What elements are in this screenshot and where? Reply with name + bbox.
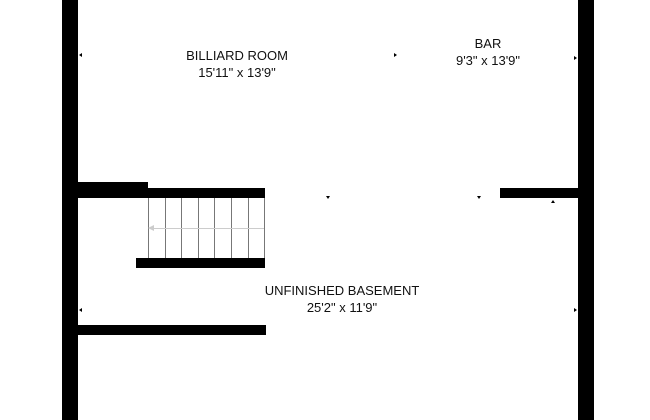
stair-upper-wall-left bbox=[78, 182, 148, 198]
dimension-marker-icon bbox=[79, 308, 82, 312]
stair-tread bbox=[264, 198, 265, 258]
room-name: UNFINISHED BASEMENT bbox=[264, 283, 420, 298]
dimension-marker-icon bbox=[477, 196, 481, 199]
room-dimensions: 15'11" x 13'9" bbox=[198, 65, 276, 80]
left-exterior-wall bbox=[62, 0, 78, 420]
room-label-billiard-room: BILLIARD ROOM 15'11" x 13'9" bbox=[186, 47, 288, 81]
stair-arrow-head-icon bbox=[148, 225, 154, 231]
lower-partition-wall bbox=[78, 325, 266, 335]
stair-lower-wall bbox=[136, 258, 265, 268]
room-dimensions: 9'3" x 13'9" bbox=[455, 53, 521, 68]
bar-partition-wall bbox=[500, 188, 578, 198]
room-label-bar: BAR 9'3" x 13'9" bbox=[456, 35, 520, 69]
dimension-marker-icon bbox=[394, 53, 397, 57]
room-dimensions: 25'2" x 11'9" bbox=[306, 300, 378, 315]
dimension-marker-icon bbox=[574, 56, 577, 60]
room-name: BILLIARD ROOM bbox=[186, 48, 288, 63]
stair-upper-wall bbox=[148, 188, 265, 198]
dimension-marker-icon bbox=[79, 53, 82, 57]
dimension-marker-icon bbox=[574, 308, 577, 312]
room-name: BAR bbox=[474, 36, 502, 51]
stair-direction-arrow bbox=[154, 228, 264, 229]
right-exterior-wall bbox=[578, 0, 594, 420]
room-label-unfinished-basement: UNFINISHED BASEMENT 25'2" x 11'9" bbox=[265, 282, 420, 316]
dimension-marker-icon bbox=[326, 196, 330, 199]
dimension-marker-icon bbox=[551, 200, 555, 203]
